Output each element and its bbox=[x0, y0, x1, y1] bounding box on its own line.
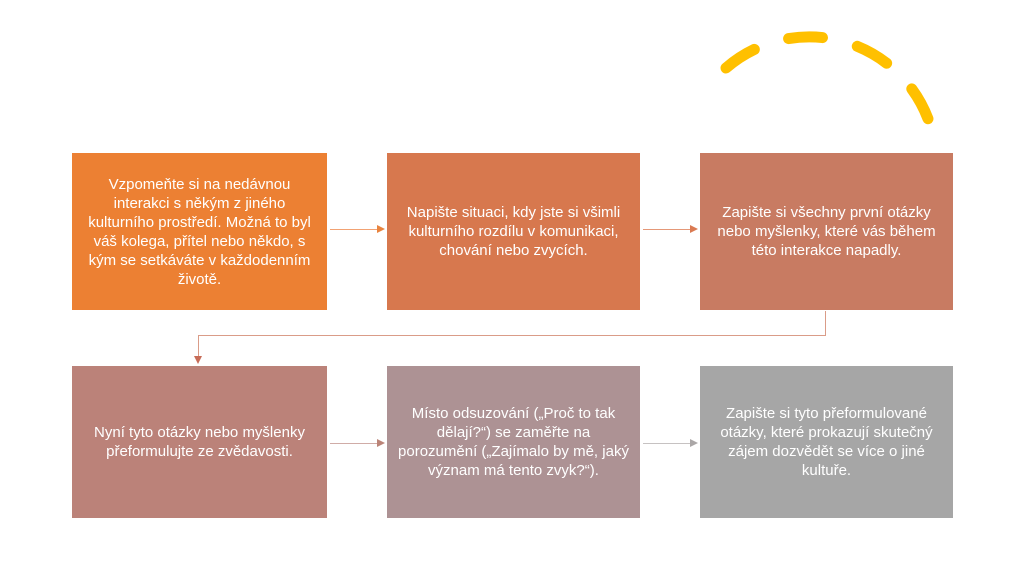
flow-step-2-text: Napište situaci, kdy jste si všimli kult… bbox=[406, 204, 621, 259]
flow-step-3-text: Zapište si všechny první otázky nebo myš… bbox=[717, 204, 936, 259]
arrow-head-icon bbox=[377, 225, 385, 233]
flow-step-6: Zapište si tyto přeformulované otázky, k… bbox=[700, 366, 953, 518]
flow-step-2: Napište situaci, kdy jste si všimli kult… bbox=[387, 153, 640, 310]
flow-step-5-text: Místo odsuzování („Proč to tak dělají?“)… bbox=[398, 405, 629, 479]
connector-segment-vertical bbox=[198, 336, 199, 356]
flow-step-3: Zapište si všechny první otázky nebo myš… bbox=[700, 153, 953, 310]
dashed-arc-decoration bbox=[720, 31, 940, 146]
connector-segment-horizontal bbox=[198, 335, 826, 336]
arrow-head-icon bbox=[194, 356, 202, 364]
arrow-line bbox=[643, 229, 690, 230]
arrow-line bbox=[643, 443, 690, 444]
arrow-head-icon bbox=[690, 439, 698, 447]
flow-step-1-text: Vzpomeňte si na nedávnou interakci s něk… bbox=[88, 175, 311, 288]
arrow-head-icon bbox=[377, 439, 385, 447]
arrow-line bbox=[330, 229, 377, 230]
arrow-line bbox=[330, 443, 377, 444]
flow-step-4-text: Nyní tyto otázky nebo myšlenky přeformul… bbox=[94, 424, 305, 460]
flow-step-5: Místo odsuzování („Proč to tak dělají?“)… bbox=[387, 366, 640, 518]
dashed-arc-path bbox=[720, 31, 940, 146]
arrow-head-icon bbox=[690, 225, 698, 233]
connector-segment-vertical bbox=[825, 311, 826, 336]
flow-step-4: Nyní tyto otázky nebo myšlenky přeformul… bbox=[72, 366, 327, 518]
flow-step-1: Vzpomeňte si na nedávnou interakci s něk… bbox=[72, 153, 327, 310]
flow-step-6-text: Zapište si tyto přeformulované otázky, k… bbox=[720, 405, 933, 479]
